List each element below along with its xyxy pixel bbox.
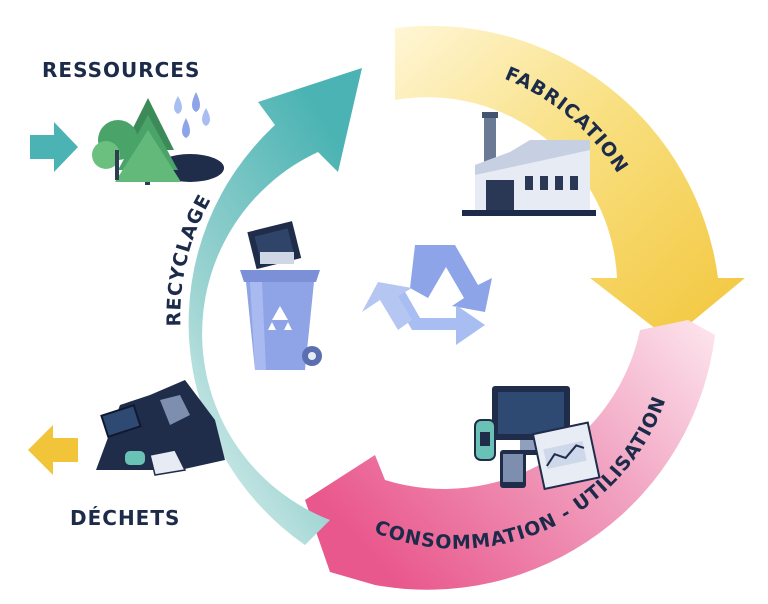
output-arrow [28,425,78,475]
consumption-arrow [305,320,715,590]
recycle-symbol-icon [362,245,492,345]
recycle-arrow [188,68,362,545]
trees-icon [92,98,224,185]
input-arrow [30,122,78,172]
waste-pile-icon [96,380,225,476]
recycling-bin-icon [240,221,322,370]
factory-icon [462,112,596,216]
dechets-label: DÉCHETS [70,506,181,530]
fabrication-arrow [395,25,745,340]
ressources-label: RESSOURCES [42,58,201,82]
devices-icon [474,386,601,491]
water-drops-icon [174,92,210,138]
